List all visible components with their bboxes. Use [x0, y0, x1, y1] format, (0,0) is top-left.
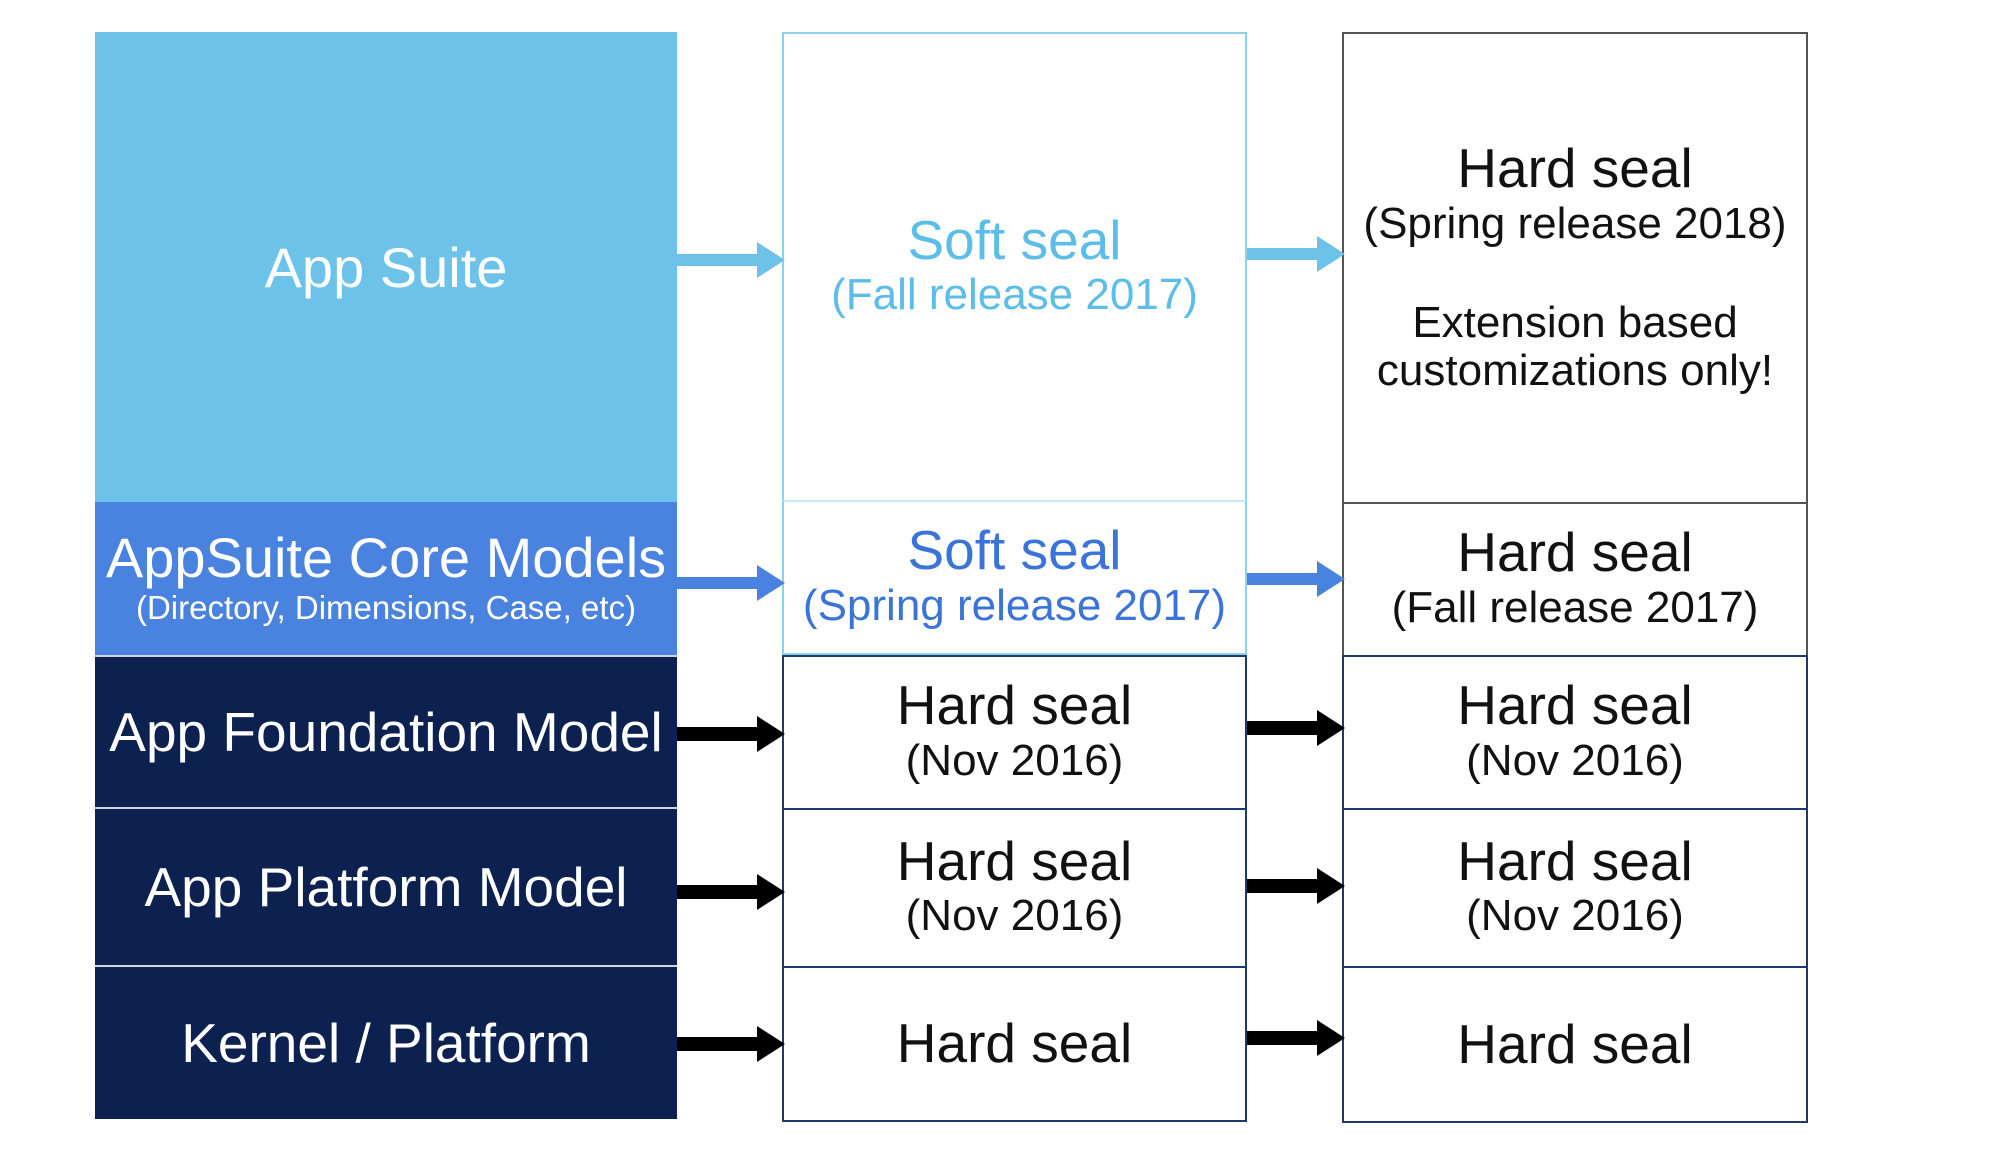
- col2-box-core-models-title: Hard seal: [1457, 521, 1693, 584]
- col1-box-app-foundation: Hard seal (Nov 2016): [782, 655, 1247, 810]
- col1-box-kernel: Hard seal: [782, 966, 1247, 1122]
- arrow-app-foundation-to-col1: [677, 716, 785, 752]
- col2-box-app-platform-title: Hard seal: [1457, 829, 1693, 892]
- layer-app-suite-label: App Suite: [264, 235, 508, 299]
- layer-app-platform: App Platform Model: [95, 807, 677, 965]
- col1-box-core-models: Soft seal (Spring release 2017): [782, 500, 1247, 655]
- arrow-kernel-to-col1: [677, 1026, 785, 1062]
- col1-box-kernel-title: Hard seal: [896, 1012, 1133, 1075]
- col1-box-core-models-detail: (Spring release 2017): [802, 580, 1227, 630]
- arrow-col1-kernel-to-col2: [1247, 1020, 1345, 1056]
- col2-box-app-foundation-title: Hard seal: [1457, 674, 1693, 737]
- col1-box-app-suite-detail: (Fall release 2017): [831, 270, 1198, 320]
- col1-box-core-models-title: Soft seal: [907, 519, 1122, 582]
- arrow-col1-core-models-to-col2: [1247, 561, 1345, 597]
- col2-box-app-platform-detail: (Nov 2016): [1466, 891, 1684, 941]
- col2-box-app-platform: Hard seal (Nov 2016): [1342, 808, 1808, 968]
- col2-box-core-models: Hard seal (Fall release 2017): [1342, 502, 1808, 657]
- col1-box-app-suite: Soft seal (Fall release 2017): [782, 32, 1247, 502]
- arrow-col1-app-platform-to-col2: [1247, 868, 1345, 904]
- layer-app-foundation-label: App Foundation Model: [109, 701, 663, 763]
- col1-box-app-foundation-title: Hard seal: [896, 674, 1133, 737]
- layer-core-models-sublabel: (Directory, Dimensions, Case, etc): [135, 589, 636, 627]
- arrow-col1-app-foundation-to-col2: [1247, 710, 1345, 746]
- col2-box-kernel-title: Hard seal: [1457, 1012, 1693, 1075]
- col2-box-app-suite: Hard seal (Spring release 2018) Extensio…: [1342, 32, 1808, 504]
- col1-box-app-foundation-detail: (Nov 2016): [905, 735, 1124, 785]
- arrow-app-platform-to-col1: [677, 874, 785, 910]
- layer-app-suite: App Suite: [95, 32, 677, 502]
- col2-box-app-foundation: Hard seal (Nov 2016): [1342, 655, 1808, 810]
- layer-app-platform-label: App Platform Model: [144, 856, 628, 918]
- col1-box-app-platform-detail: (Nov 2016): [905, 891, 1124, 941]
- col1-box-app-platform-title: Hard seal: [896, 829, 1133, 892]
- layer-core-models: AppSuite Core Models (Directory, Dimensi…: [95, 502, 677, 655]
- layer-core-models-label: AppSuite Core Models: [105, 526, 667, 590]
- col2-box-kernel: Hard seal: [1342, 966, 1808, 1123]
- col2-box-app-suite-note-line1: Extension based: [1412, 297, 1738, 347]
- arrow-col1-app-suite-to-col2: [1247, 236, 1345, 272]
- arrow-app-suite-to-col1: [677, 242, 785, 278]
- col1-box-app-suite-title: Soft seal: [907, 208, 1122, 271]
- col1-box-app-platform: Hard seal (Nov 2016): [782, 808, 1247, 968]
- col2-box-core-models-detail: (Fall release 2017): [1391, 582, 1759, 632]
- layer-kernel: Kernel / Platform: [95, 965, 677, 1119]
- col2-box-app-suite-note-line2: customizations only!: [1376, 346, 1774, 396]
- layer-kernel-label: Kernel / Platform: [181, 1012, 591, 1074]
- col2-box-app-foundation-detail: (Nov 2016): [1466, 735, 1684, 785]
- layer-app-foundation: App Foundation Model: [95, 655, 677, 807]
- col2-box-app-suite-title: Hard seal: [1457, 137, 1693, 200]
- col2-box-app-suite-detail: (Spring release 2018): [1363, 199, 1787, 249]
- arrow-core-models-to-col1: [677, 565, 785, 601]
